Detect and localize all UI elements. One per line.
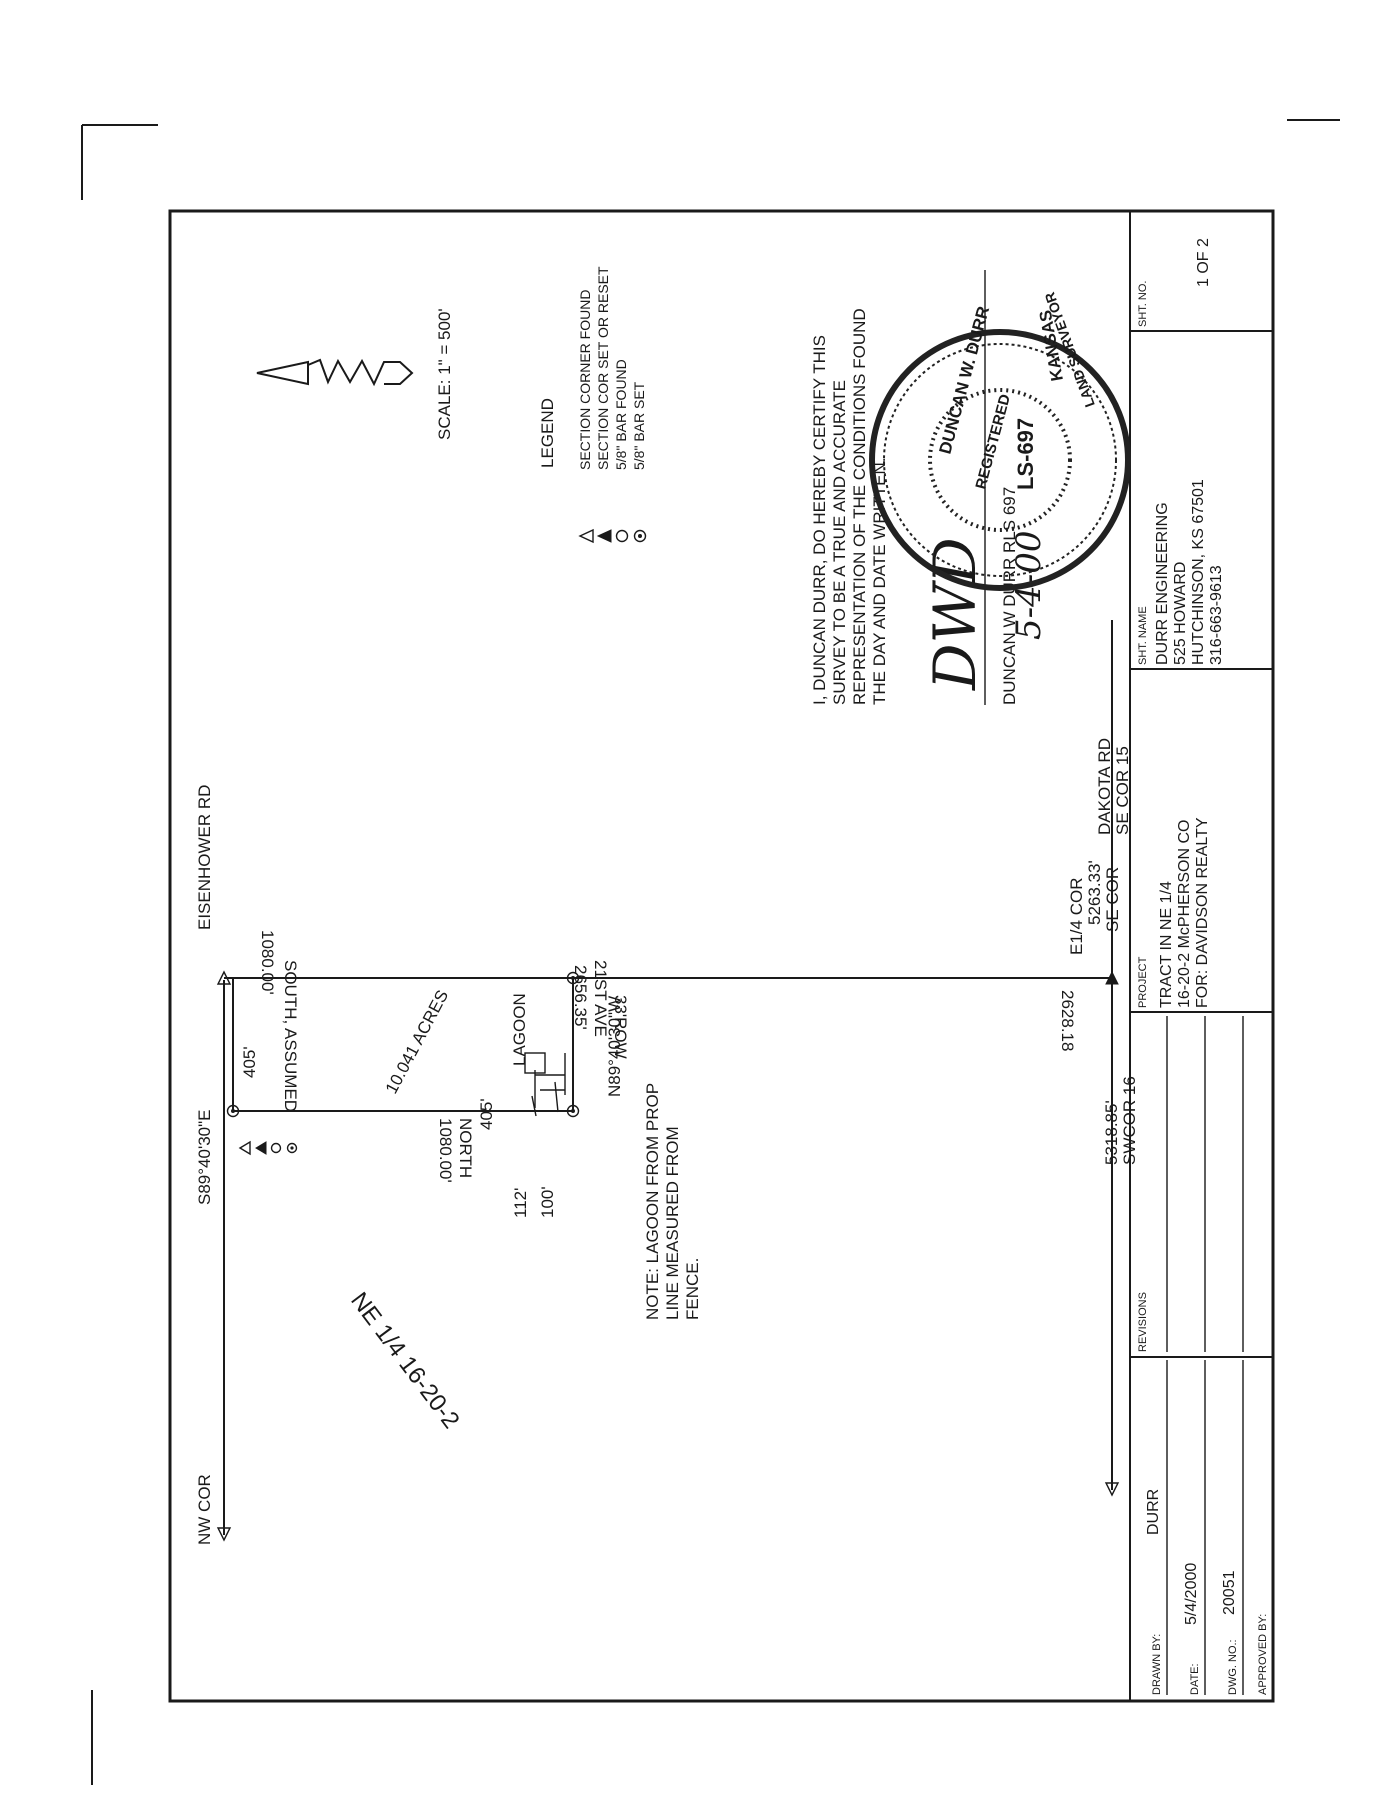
lagoon-label: LAGOON — [510, 993, 529, 1066]
filled-triangle-icon — [596, 529, 612, 543]
se-cor-15-label: SE COR 15 — [1113, 746, 1132, 835]
date-value: 5/4/2000 — [1183, 1563, 1200, 1625]
sht-name-line-3: HUTCHINSON, KS 67501 — [1190, 479, 1207, 665]
bar-set-icon — [226, 1104, 240, 1118]
south-assumed-label: SOUTH, ASSUMED — [281, 960, 300, 1112]
nw-cor-label: NW COR — [195, 1474, 214, 1545]
sht-no-value: 1 OF 2 — [1195, 238, 1212, 287]
sht-name-line-4: 316-663-9613 — [1208, 565, 1225, 665]
open-triangle-icon — [578, 528, 594, 544]
note-line-3: FENCE. — [683, 1258, 702, 1320]
south-dist-label: 1080.00' — [258, 930, 277, 995]
eisenhower-rd-label: EISENHOWER RD — [195, 785, 214, 930]
project-line-3: FOR: DAVIDSON REALTY — [1194, 817, 1211, 1008]
dwg-no-label: DWG. NO.: — [1227, 1639, 1239, 1695]
project-label: PROJECT — [1137, 956, 1149, 1008]
north-label: NORTH — [456, 1118, 475, 1178]
drawing-border — [168, 209, 1275, 1703]
swcor-label: SWCOR 16 — [1120, 1076, 1139, 1165]
cert-line-2: SURVEY TO BE A TRUE AND ACCURATE — [830, 380, 849, 705]
plat: EISENHOWER RD S89°40'30"E 405' 405' LAGO… — [195, 620, 1139, 1545]
e14-dist-label: 2628.18 — [1058, 990, 1077, 1051]
drawn-by-label: DRAWN BY: — [1151, 1634, 1163, 1695]
dakota-rd-label: DAKOTA RD — [1095, 738, 1114, 835]
bearing-top-label: S89°40'30"E — [195, 1110, 214, 1205]
ave-dist-label: 2656.35' — [571, 965, 590, 1030]
dist-bottom-label: 405' — [477, 1098, 496, 1130]
dotted-circle-icon — [633, 529, 647, 543]
drawn-by-value: DURR — [1145, 1489, 1162, 1535]
acres-label: 10.041 ACRES — [382, 987, 452, 1097]
seal-number: LS-697 — [1013, 418, 1038, 490]
legend-item-4: 5/8" BAR SET — [631, 381, 647, 470]
north-arrow-icon — [256, 358, 414, 387]
nw-corner-icon — [216, 1527, 232, 1542]
signature: DWD — [921, 537, 989, 691]
project-line-2: 16-20-2 McPHERSON CO — [1176, 820, 1193, 1009]
cert-line-3: REPRESENTATION OF THE CONDITIONS FOUND — [850, 308, 869, 705]
title-block: DRAWN BY: DURR DATE: 5/4/2000 DWG. NO.: … — [1129, 211, 1273, 1701]
note-line-1: NOTE: LAGOON FROM PROP — [643, 1083, 662, 1320]
north-dist-label: 1080.00' — [436, 1118, 455, 1183]
seal-registered: REGISTERED — [972, 392, 1014, 491]
sht-name-line-1: DURR ENGINEERING — [1154, 502, 1171, 665]
dist-112-label: 112' — [511, 1188, 530, 1218]
dist-5263-label: 5263.33' — [1085, 860, 1104, 925]
legend-item-1: SECTION CORNER FOUND — [577, 290, 593, 470]
legend-title: LEGEND — [538, 398, 557, 468]
open-circle-icon — [270, 1142, 282, 1154]
bearing-bottom-label: N89°40'30"W — [605, 996, 624, 1097]
legend: LEGEND SECTION CORNER FOUND SECTION COR … — [538, 266, 647, 544]
legend-item-3: 5/8" BAR FOUND — [613, 359, 629, 470]
sht-name-line-2: 525 HOWARD — [1172, 562, 1189, 665]
dwg-no-value: 20051 — [1221, 1570, 1238, 1615]
scale-label: SCALE: 1" = 500' — [435, 308, 454, 440]
dist-5318-label: 5318.85' — [1102, 1100, 1121, 1165]
surveyor-name: DUNCAN W DURR RLS 697 — [1000, 487, 1019, 705]
sht-no-label: SHT. NO. — [1137, 281, 1149, 327]
revisions-label: REVISIONS — [1137, 1292, 1149, 1352]
bar-set-icon — [566, 971, 580, 985]
section-label: NE 1/4 16-20-2 — [345, 1287, 465, 1433]
open-triangle-icon — [238, 1140, 251, 1156]
e14-corner-icon — [1105, 970, 1119, 985]
row-label: 33'ROW — [611, 995, 630, 1059]
sw-corner-icon — [1104, 1482, 1120, 1497]
ave-label: 21ST AVE — [591, 960, 610, 1037]
bar-set-icon — [566, 1104, 580, 1118]
cert-line-1: I, DUNCAN DURR, DO HEREBY CERTIFY THIS — [810, 335, 829, 705]
certification: I, DUNCAN DURR, DO HEREBY CERTIFY THIS S… — [810, 308, 889, 705]
note-line-2: LINE MEASURED FROM — [663, 1126, 682, 1320]
corner-found-icon — [216, 970, 232, 985]
dotted-circle-icon — [286, 1142, 298, 1154]
e14-cor-label: E1/4 COR — [1067, 878, 1086, 955]
project-line-1: TRACT IN NE 1/4 — [1158, 881, 1175, 1008]
open-circle-icon — [615, 529, 629, 543]
dist-100-label: 100' — [538, 1186, 557, 1218]
filled-triangle-icon — [255, 1141, 267, 1155]
se-cor-label: SE COR — [1103, 867, 1122, 932]
crop-mark-top-left — [81, 124, 158, 200]
date-label: DATE: — [1189, 1663, 1201, 1695]
dist-top-label: 405' — [240, 1046, 259, 1078]
sht-name-label: SHT. NAME — [1137, 606, 1149, 665]
legend-item-2: SECTION COR SET OR RESET — [595, 266, 611, 470]
approved-by-label: APPROVED BY: — [1257, 1614, 1269, 1695]
parcel-boundary — [232, 977, 574, 1112]
